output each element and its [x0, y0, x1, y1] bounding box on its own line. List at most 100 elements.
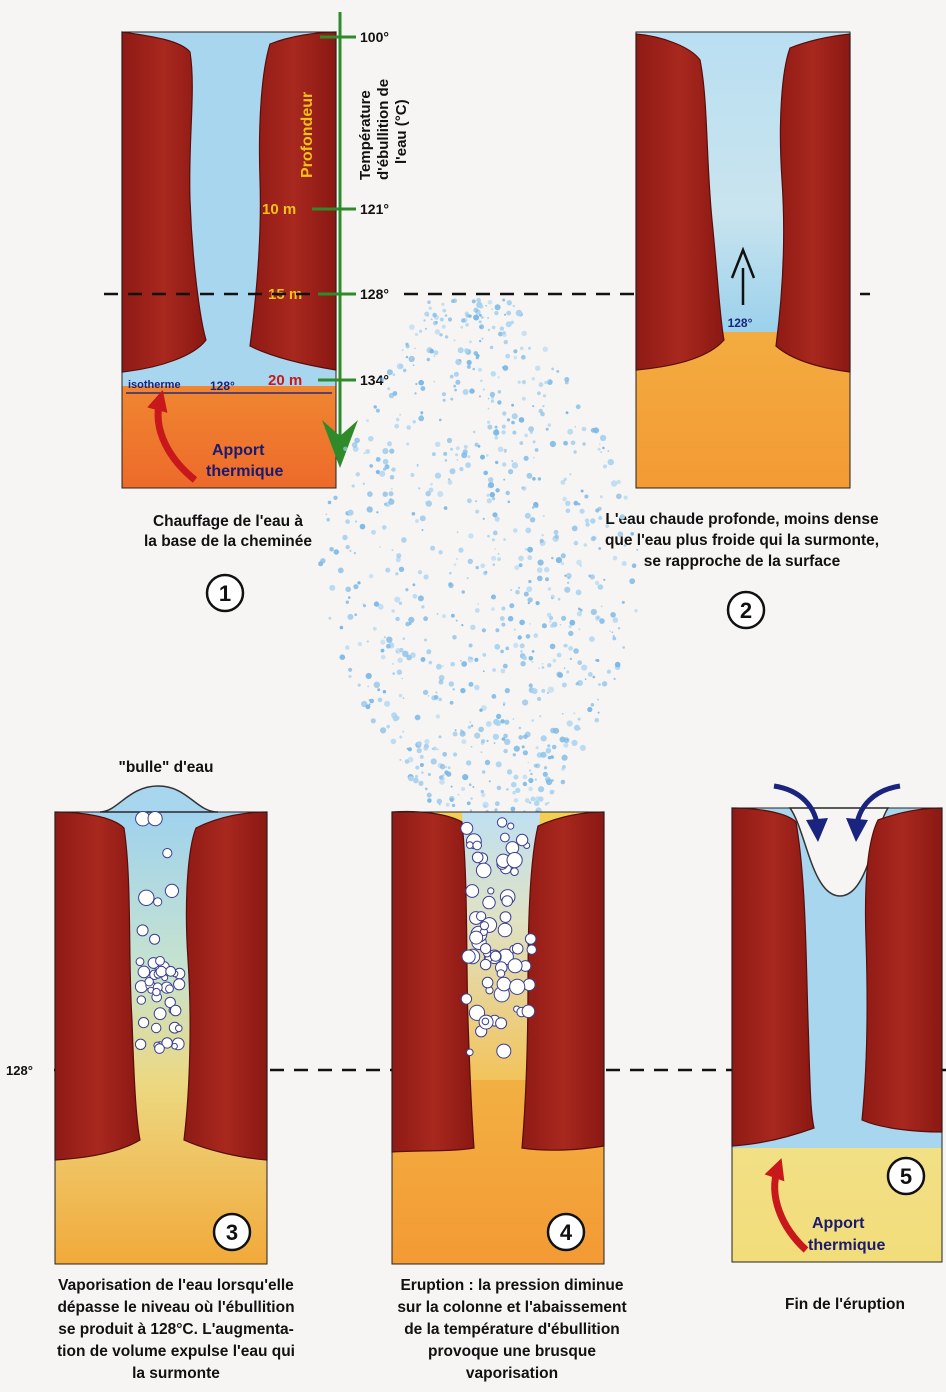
- spray-droplet: [395, 572, 398, 575]
- spray-droplet: [550, 644, 556, 650]
- spray-droplet: [514, 356, 518, 360]
- spray-droplet: [406, 442, 409, 445]
- spray-droplet: [463, 449, 468, 454]
- spray-droplet: [513, 643, 518, 648]
- spray-droplet: [468, 726, 471, 729]
- spray-droplet: [542, 405, 544, 407]
- stage-1-isotherm-temp: 128°: [210, 379, 235, 393]
- spray-droplet: [366, 673, 372, 679]
- spray-droplet: [406, 356, 408, 358]
- spray-droplet: [509, 603, 514, 608]
- spray-droplet: [576, 725, 578, 727]
- spray-droplet: [408, 617, 414, 623]
- spray-droplet: [388, 499, 394, 505]
- spray-droplet: [486, 494, 489, 497]
- spray-droplet: [612, 637, 616, 641]
- spray-droplet: [435, 691, 437, 693]
- spray-droplet: [387, 369, 393, 375]
- spray-droplet: [460, 326, 463, 329]
- spray-droplet: [504, 340, 508, 344]
- spray-droplet: [580, 509, 585, 514]
- spray-droplet: [514, 746, 520, 752]
- spray-droplet: [386, 644, 391, 649]
- spray-droplet: [537, 567, 543, 573]
- spray-droplet: [394, 597, 400, 603]
- spray-droplet: [433, 355, 435, 357]
- spray-droplet: [430, 483, 433, 486]
- spray-droplet: [325, 514, 327, 516]
- spray-droplet: [528, 580, 531, 583]
- spray-droplet: [527, 547, 533, 553]
- spray-droplet: [456, 620, 458, 622]
- spray-droplet: [525, 548, 528, 551]
- stage-1-caption-1: Chauffage de l'eau à: [153, 513, 303, 530]
- spray-droplet: [598, 683, 601, 686]
- spray-droplet: [402, 651, 408, 657]
- spray-droplet: [379, 546, 381, 548]
- spray-droplet: [502, 737, 506, 741]
- spray-droplet: [527, 597, 532, 602]
- spray-droplet: [498, 376, 500, 378]
- spray-droplet: [479, 314, 482, 317]
- spray-droplet: [518, 556, 524, 562]
- vapor-bubble: [482, 977, 493, 988]
- spray-droplet: [472, 368, 475, 371]
- spray-droplet: [495, 304, 501, 310]
- spray-droplet: [616, 494, 622, 500]
- spray-droplet: [443, 399, 446, 402]
- spray-droplet: [524, 434, 528, 438]
- spray-droplet: [508, 616, 514, 622]
- spray-droplet: [548, 687, 554, 693]
- spray-droplet: [384, 636, 386, 638]
- spray-droplet: [544, 567, 549, 572]
- spray-droplet: [407, 748, 409, 750]
- spray-droplet: [519, 620, 525, 626]
- spray-droplet: [424, 574, 429, 579]
- spray-droplet: [566, 509, 571, 514]
- spray-droplet: [433, 381, 435, 383]
- spray-droplet: [513, 718, 515, 720]
- stage-2: 128° L'eau chaude profonde, moins dense …: [605, 32, 879, 628]
- spray-droplet: [445, 314, 448, 317]
- spray-droplet: [574, 501, 579, 506]
- vapor-bubble: [491, 951, 501, 961]
- spray-droplet: [450, 398, 453, 401]
- stage-4-caption-5: vaporisation: [466, 1365, 558, 1382]
- spray-droplet: [577, 660, 582, 665]
- spray-droplet: [554, 530, 559, 535]
- spray-droplet: [566, 573, 572, 579]
- spray-droplet: [600, 435, 606, 441]
- stage-2-rock-right: [776, 34, 850, 372]
- spray-droplet: [486, 740, 488, 742]
- spray-droplet: [489, 780, 491, 782]
- spray-droplet: [451, 786, 453, 788]
- spray-droplet: [345, 645, 350, 650]
- spray-droplet: [546, 749, 549, 752]
- spray-droplet: [374, 682, 380, 688]
- spray-droplet: [473, 315, 479, 321]
- spray-droplet: [374, 405, 377, 408]
- spray-droplet: [493, 430, 499, 436]
- spray-droplet: [567, 582, 569, 584]
- spray-droplet: [475, 510, 479, 514]
- spray-droplet: [399, 759, 401, 761]
- spray-droplet: [349, 550, 351, 552]
- spray-droplet: [478, 727, 484, 733]
- spray-droplet: [636, 549, 638, 551]
- spray-droplet: [396, 553, 401, 558]
- spray-droplet: [543, 772, 548, 777]
- spray-droplet: [547, 613, 552, 618]
- spray-droplet: [476, 298, 481, 303]
- spray-droplet: [437, 491, 443, 497]
- vapor-bubble: [473, 841, 482, 850]
- spray-droplet: [479, 320, 482, 323]
- spray-droplet: [539, 409, 543, 413]
- spray-droplet: [591, 609, 597, 615]
- spray-droplet: [367, 506, 373, 512]
- spray-droplet: [632, 563, 637, 568]
- spray-droplet: [548, 587, 552, 591]
- spray-droplet: [481, 316, 484, 319]
- stage-2-caption-2: que l'eau plus froide qui la surmonte,: [605, 532, 879, 549]
- spray-droplet: [576, 560, 582, 566]
- spray-droplet: [502, 366, 504, 368]
